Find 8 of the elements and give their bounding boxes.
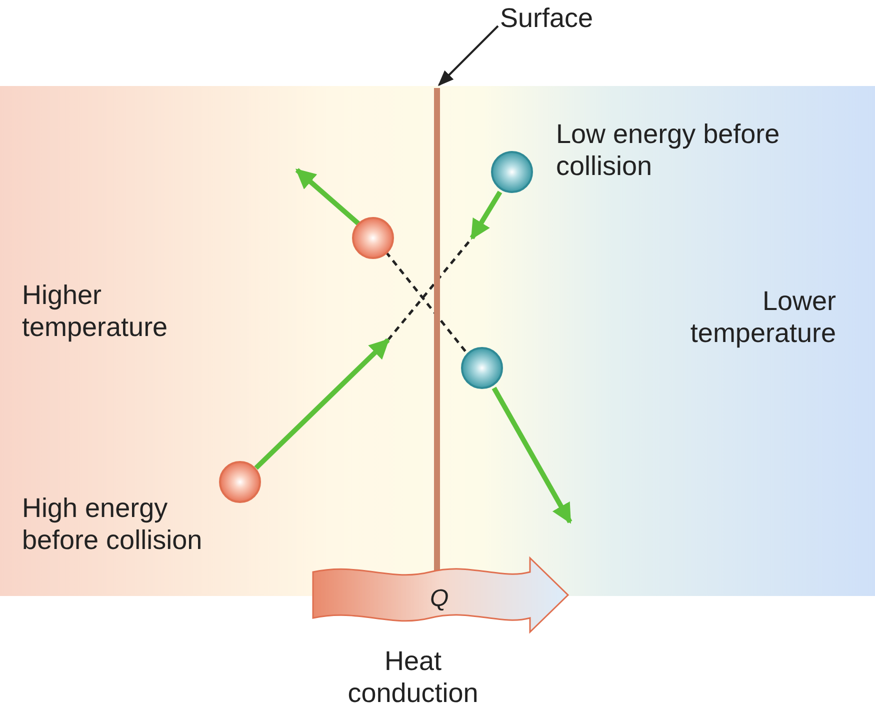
molecule-label: Low energy before collision bbox=[556, 118, 781, 182]
heat-symbol: Q bbox=[430, 584, 449, 614]
region-label: Higher temperature bbox=[22, 279, 169, 343]
surface-label: Surface bbox=[500, 2, 594, 34]
region-label: Lower temperature bbox=[689, 285, 836, 349]
heat-label: Heat conduction bbox=[346, 645, 480, 709]
leader-line bbox=[438, 25, 499, 86]
molecule-label: High energy before collision bbox=[22, 492, 204, 556]
